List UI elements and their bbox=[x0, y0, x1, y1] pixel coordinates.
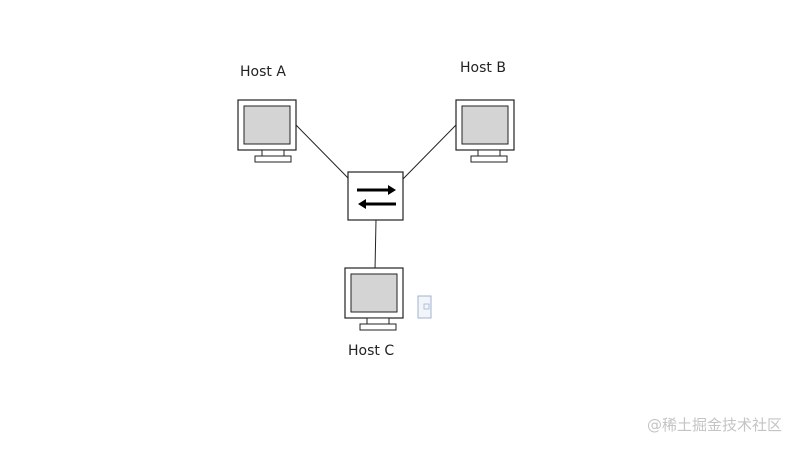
host-c-computer-icon bbox=[344, 267, 404, 331]
host-c-label: Host C bbox=[348, 343, 395, 359]
host-a-label: Host A bbox=[240, 64, 286, 80]
host-a-computer-icon bbox=[237, 99, 297, 163]
link-host-a-switch bbox=[295, 124, 351, 181]
link-switch-host-c bbox=[374, 219, 377, 271]
small-document-icon bbox=[417, 295, 432, 319]
host-b-label: Host B bbox=[460, 60, 506, 76]
switch-arrows-icon bbox=[347, 171, 404, 221]
host-b-computer-icon bbox=[455, 99, 515, 163]
watermark-text: @稀土掘金技术社区 bbox=[646, 416, 782, 434]
link-host-b-switch bbox=[401, 124, 457, 181]
